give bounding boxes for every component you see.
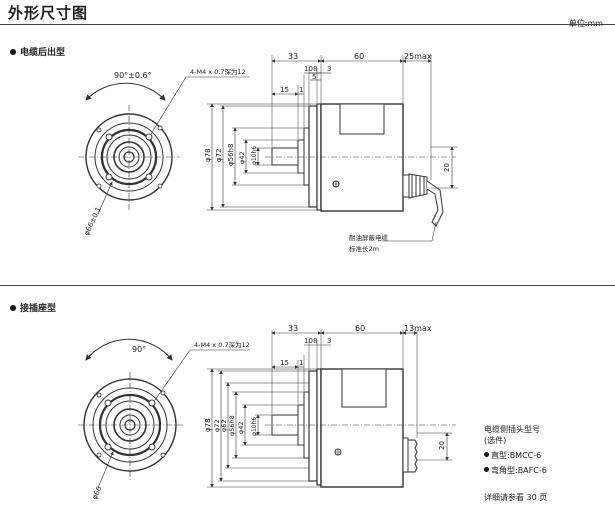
dim-8-1: 8 <box>313 65 317 73</box>
notes-sub: (选件) <box>484 436 507 445</box>
notes-heading: 电缆侧插头型号 <box>484 425 540 434</box>
dim-15-2: 15 <box>280 359 289 367</box>
section-2-title: 接插座型 <box>10 301 56 314</box>
side-view-2 <box>207 330 456 488</box>
side-view-1 <box>207 55 458 242</box>
notes-angled: 弯角型:BAFC-6 <box>491 466 547 475</box>
bullet-icon <box>10 49 16 55</box>
dim-phi78-1: φ78 <box>204 148 212 162</box>
section-divider <box>0 285 615 286</box>
screw-label-2: 4-M4 x 0.7深为12 <box>194 340 250 349</box>
cable-length-label: 标准长2m <box>349 244 379 253</box>
dim-13max-2: 13max <box>404 324 432 333</box>
dim-60-1: 60 <box>354 52 364 61</box>
dim-1-1: 1 <box>299 86 303 94</box>
dim-phi56-1: φ56h8 <box>227 144 235 166</box>
angle-label-2: 90° <box>132 345 146 354</box>
notes-reference: 详细请参看 30 页 <box>484 493 548 502</box>
front-view-2 <box>78 338 250 489</box>
dim-phi62-2: φ62 <box>220 419 228 432</box>
dim-phi42-2: φ42 <box>237 421 245 434</box>
dim-10-1: 10 <box>304 65 313 73</box>
dim-25max-1: 25max <box>404 52 432 61</box>
dim-1-2: 1 <box>299 359 303 367</box>
dim-10-2: 10 <box>304 337 313 345</box>
dim-phi10-2: φ10h6 <box>251 417 258 436</box>
dim-15-1: 15 <box>280 86 289 94</box>
bullet-icon <box>484 467 489 472</box>
dim-20-1: 20 <box>443 163 451 172</box>
unit-label: 单位:mm <box>568 19 603 28</box>
section-1-title-text: 电缆后出型 <box>20 48 66 58</box>
page-title: 外形尺寸图 <box>8 4 89 22</box>
section-2-title-text: 接插座型 <box>20 304 57 314</box>
dim-5-1: 5 <box>312 73 316 81</box>
dim-33-2: 33 <box>288 324 298 333</box>
connector-notes: 电缆侧插头型号 (选件) 直型:BMCC-6 弯角型:BAFC-6 详细请参看 … <box>484 424 547 503</box>
dim-phi42-1: φ42 <box>238 151 246 164</box>
angle-label-1: 90°±0.6° <box>114 71 152 80</box>
dim-phi78-2: φ78 <box>204 418 212 432</box>
notes-straight-row: 直型:BMCC-6 <box>484 450 547 461</box>
title-rule <box>0 24 615 25</box>
notes-straight: 直型:BMCC-6 <box>491 451 542 460</box>
dim-8-2: 8 <box>313 337 317 345</box>
notes-angled-row: 弯角型:BAFC-6 <box>484 465 547 476</box>
dim-phi72-1: φ72 <box>215 148 223 162</box>
circle-dia-label-1: φ66±0.1 <box>83 206 103 237</box>
dim-3-1: 3 <box>327 65 331 73</box>
cable-label: 耐油屏蔽电缆 <box>349 233 389 242</box>
dim-3-2: 3 <box>327 337 331 345</box>
dim-phi10-1: φ10h6 <box>251 146 258 165</box>
dim-60-2: 60 <box>355 324 365 333</box>
dim-20-2: 20 <box>438 441 446 450</box>
circle-dia-label-2: φ66 <box>91 485 104 501</box>
dim-phi56-2: φ56h8 <box>228 415 236 436</box>
bullet-icon <box>10 305 16 311</box>
front-view-1 <box>78 76 250 215</box>
dim-phi72-2: φ72 <box>213 419 221 432</box>
section-1-title: 电缆后出型 <box>10 45 65 58</box>
bullet-icon <box>484 452 489 457</box>
dim-33-1: 33 <box>288 52 298 61</box>
screw-label-1: 4-M4 x 0.7深为12 <box>190 67 246 76</box>
